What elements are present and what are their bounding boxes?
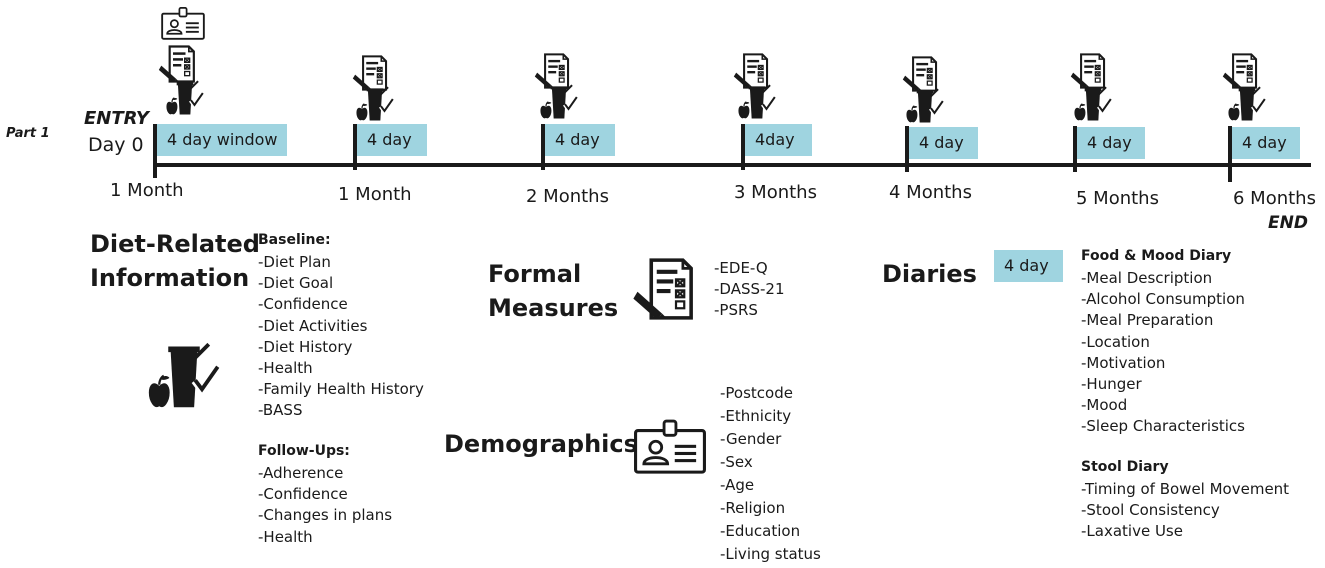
list-item: -Timing of Bowel Movement <box>1081 480 1290 498</box>
questionnaire-icon <box>1070 52 1108 90</box>
diet-title-line2: Information <box>90 264 250 292</box>
formal-title-line1: Formal <box>488 260 582 288</box>
list-item: -Religion <box>720 499 786 517</box>
month-label: 4 Months <box>889 182 972 203</box>
list-item: -Confidence <box>258 485 348 504</box>
list-item: -Location <box>1081 332 1150 351</box>
window-box: 4 day <box>545 124 615 156</box>
food-mood-label: Food & Mood Diary <box>1081 248 1232 264</box>
list-item: -Sleep Characteristics <box>1081 417 1245 436</box>
part-label: Part 1 <box>6 126 50 141</box>
list-item: -Adherence <box>258 464 344 482</box>
timeline-tick <box>1228 126 1232 182</box>
list-item: -Changes in plans <box>258 506 393 525</box>
list-item: -Age <box>720 476 755 494</box>
end-label: END <box>1268 213 1308 233</box>
window-box: 4 day <box>1077 127 1145 159</box>
month-label: 2 Months <box>526 186 609 207</box>
list-item: -Meal Description <box>1081 269 1213 287</box>
window-box: 4 day <box>1232 127 1300 159</box>
window-box: 4day <box>745 124 812 156</box>
list-item: -Health <box>258 527 313 546</box>
formal-list: -EDE-Q -DASS-21 -PSRS <box>714 258 785 322</box>
list-item: -Living status <box>720 545 821 563</box>
timeline-tick <box>1073 126 1077 172</box>
list-item: -PSRS <box>714 301 758 320</box>
diet-icon <box>142 342 226 414</box>
timeline-tick <box>353 124 357 170</box>
list-item: -Diet Plan <box>258 253 331 271</box>
window-box: 4 day <box>357 124 427 156</box>
timeline-tick <box>741 124 745 170</box>
list-item: -Ethnicity <box>720 407 792 425</box>
list-item: -Health <box>258 358 313 377</box>
list-item: -Hunger <box>1081 374 1142 393</box>
list-item: -Confidence <box>258 295 348 314</box>
questionnaire-icon <box>1222 52 1260 90</box>
list-item: -Education <box>720 522 801 540</box>
list-item: -Diet History <box>258 337 353 356</box>
month-label: 1 Month <box>338 184 412 205</box>
list-item: -Gender <box>720 430 782 448</box>
timeline-line <box>153 163 1311 167</box>
month-label: 6 Months <box>1233 188 1316 209</box>
diet-icon <box>164 80 206 118</box>
questionnaire-icon <box>158 44 198 84</box>
diet-icon <box>736 84 778 122</box>
timeline-tick <box>541 124 545 170</box>
diet-title-line1: Diet-Related <box>90 230 260 258</box>
stool-section: Stool Diary -Timing of Bowel Movement -S… <box>1081 459 1289 543</box>
id-card-icon <box>632 413 708 479</box>
food-mood-section: Food & Mood Diary -Meal Description -Alc… <box>1081 248 1245 438</box>
list-item: -Postcode <box>720 384 793 402</box>
window-box: 4 day window <box>157 124 287 156</box>
month-label: 1 Month <box>110 180 184 201</box>
window-box: 4 day <box>909 127 978 159</box>
diet-baseline-section: Baseline: -Diet Plan -Diet Goal -Confide… <box>258 232 424 422</box>
diet-icon <box>1072 86 1114 124</box>
month-label: 5 Months <box>1076 188 1159 209</box>
list-item: -Stool Consistency <box>1081 501 1220 520</box>
list-item: -Diet Goal <box>258 274 334 293</box>
formal-title-line2: Measures <box>488 294 619 322</box>
list-item: -Laxative Use <box>1081 522 1183 541</box>
entry-label: ENTRY <box>84 108 149 129</box>
list-item: -Family Health History <box>258 380 424 399</box>
list-item: -Meal Preparation <box>1081 311 1214 330</box>
baseline-label: Baseline: <box>258 232 331 248</box>
list-item: -Mood <box>1081 396 1128 415</box>
diet-followups-section: Follow-Ups: -Adherence -Confidence -Chan… <box>258 443 392 548</box>
stool-label: Stool Diary <box>1081 459 1169 475</box>
list-item: -Motivation <box>1081 353 1166 372</box>
id-card-icon <box>160 4 206 42</box>
list-item: -Alcohol Consumption <box>1081 290 1245 309</box>
stool-list: -Timing of Bowel Movement -Stool Consist… <box>1081 479 1289 543</box>
timeline-tick <box>905 126 909 172</box>
timeline-tick <box>153 124 157 178</box>
followups-label: Follow-Ups: <box>258 443 350 459</box>
month-label: 3 Months <box>734 182 817 203</box>
questionnaire-icon <box>632 256 698 322</box>
list-item: -DASS-21 <box>714 280 785 299</box>
entry-day: Day 0 <box>88 134 144 156</box>
diaries-window-box: 4 day <box>994 250 1063 282</box>
diaries-title: Diaries <box>882 260 977 288</box>
baseline-list: -Diet Plan -Diet Goal -Confidence -Diet … <box>258 252 424 422</box>
diet-icon <box>904 88 946 126</box>
list-item: -EDE-Q <box>714 259 768 277</box>
list-item: -Sex <box>720 453 753 471</box>
diet-icon <box>354 86 396 124</box>
list-item: -BASS <box>258 401 303 420</box>
diet-icon <box>538 84 580 122</box>
demographics-title: Demographics <box>444 430 638 458</box>
demographics-list: -Postcode -Ethnicity -Gender -Sex -Age -… <box>720 382 821 566</box>
list-item: -Diet Activities <box>258 316 368 335</box>
diet-icon <box>1226 86 1268 124</box>
followups-list: -Adherence -Confidence -Changes in plans… <box>258 463 392 548</box>
food-mood-list: -Meal Description -Alcohol Consumption -… <box>1081 268 1245 438</box>
